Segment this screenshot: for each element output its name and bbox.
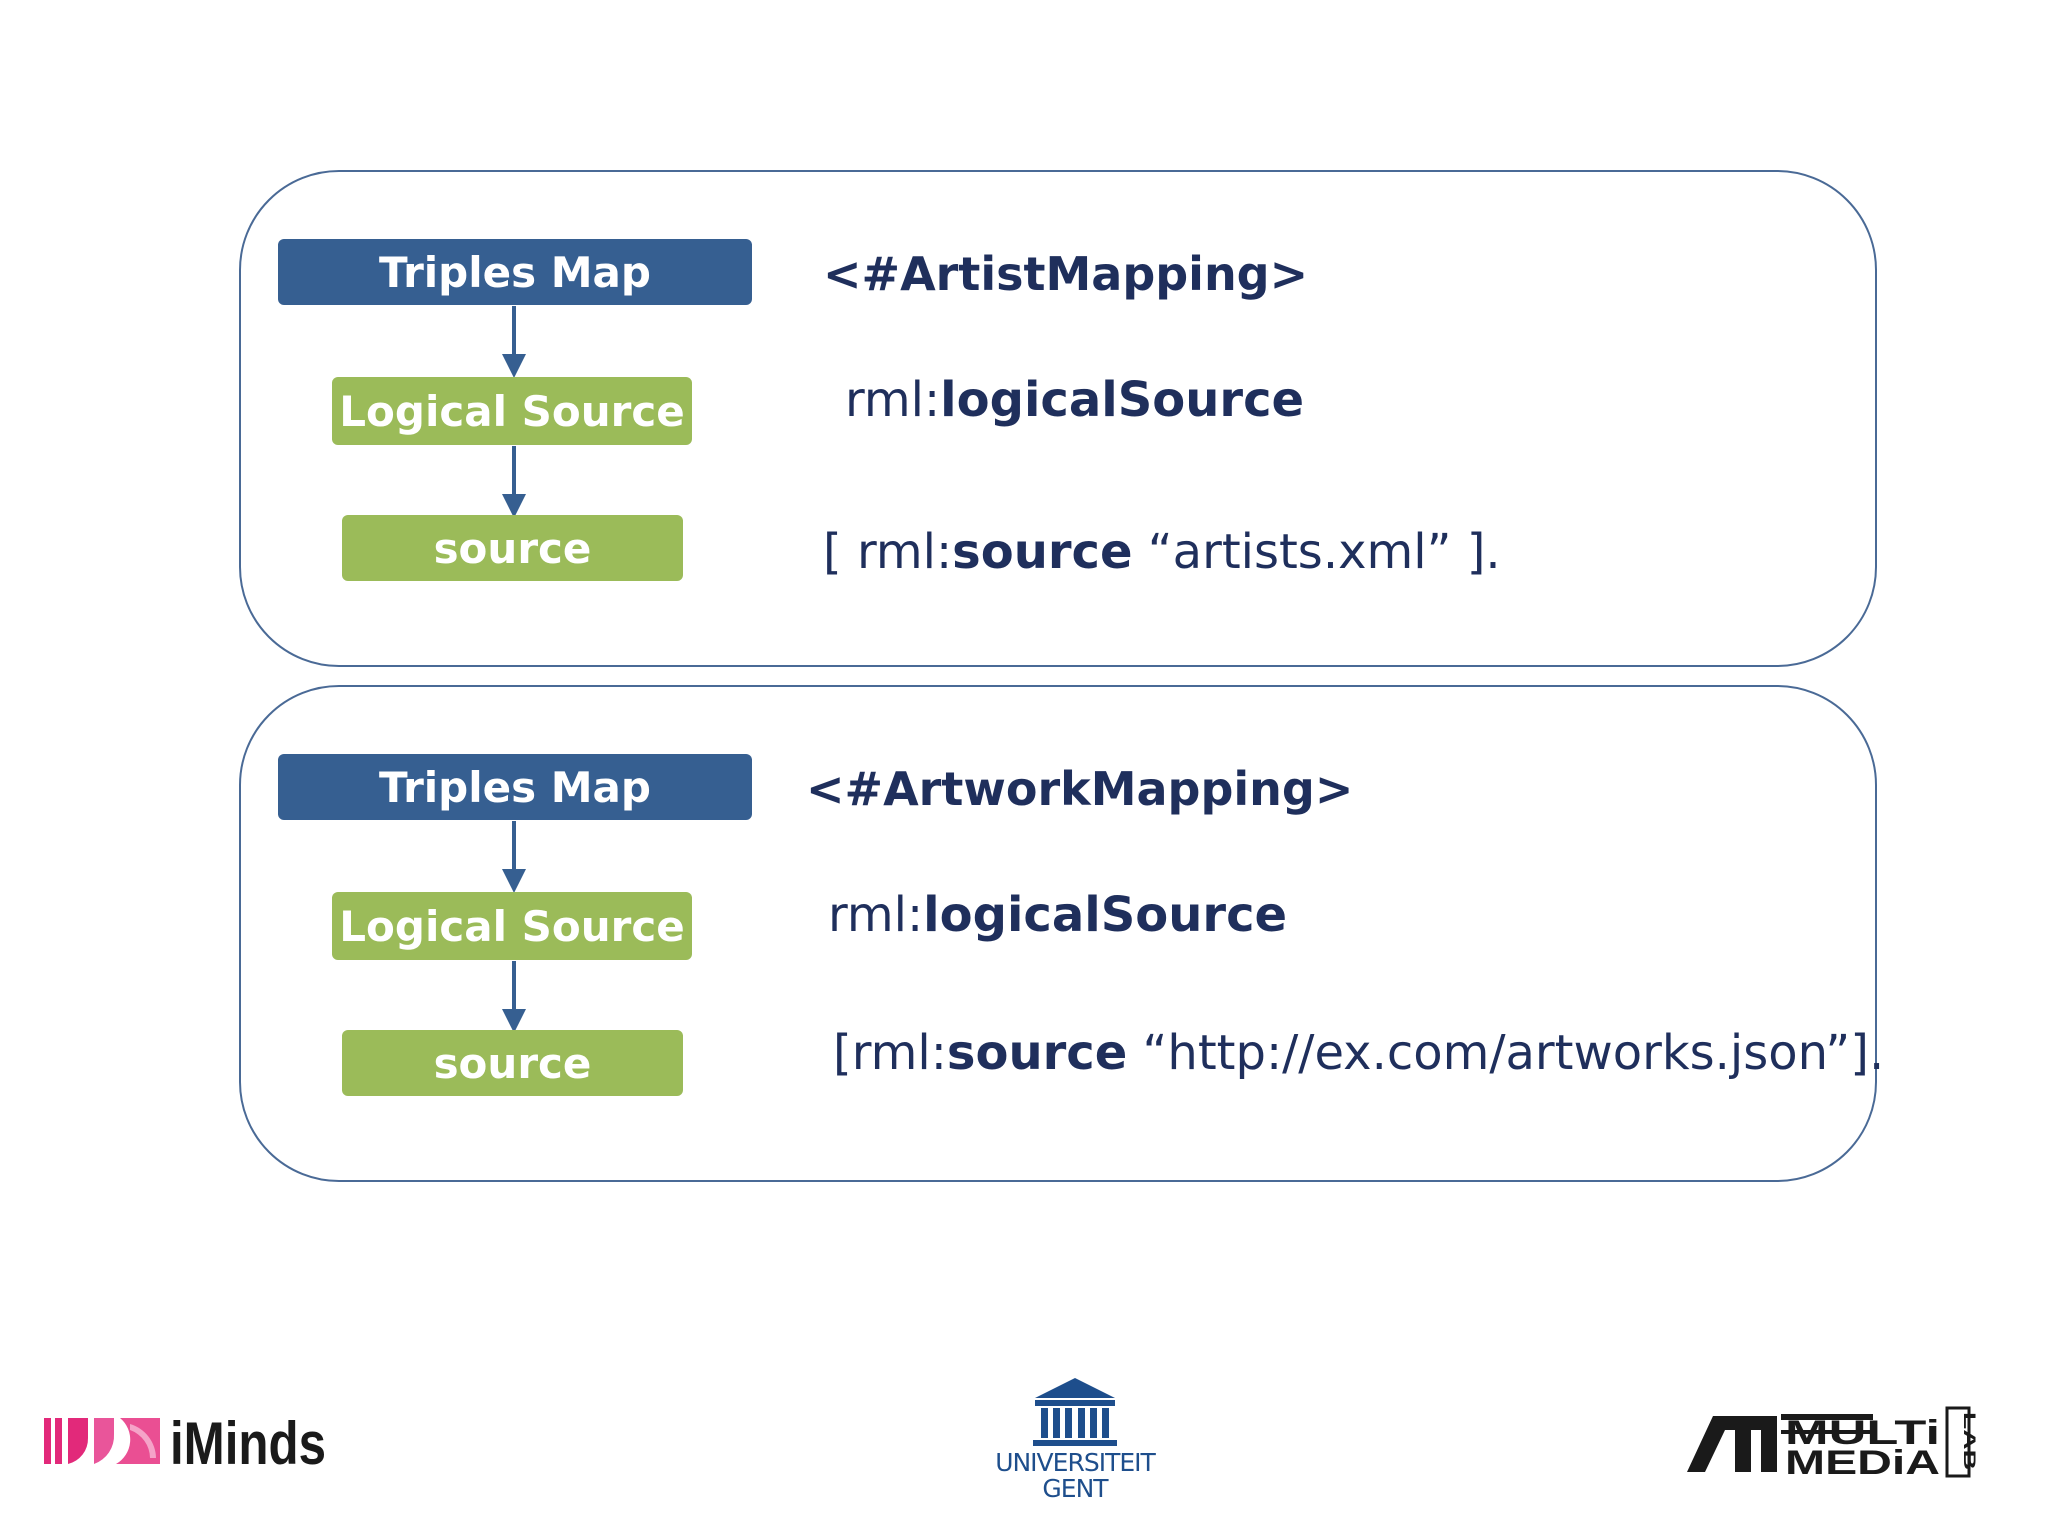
mapping-name: <#ArtistMapping> (823, 247, 1309, 301)
multi-wordmark: MULTi (1785, 1414, 1940, 1452)
arrow-down-icon (502, 961, 526, 1033)
iminds-logo: iMinds (42, 1408, 332, 1477)
ugent-logo: UNIVERSITEIT GENT (995, 1374, 1156, 1502)
logical-source-line: rml:logicalSource (828, 887, 1288, 943)
arrow-down-icon (502, 821, 526, 893)
source-node: source (342, 515, 683, 581)
ugent-wordmark-line2: GENT (1042, 1474, 1108, 1503)
artist-mapping-panel: Triples Map Logical Source source <#Arti… (239, 170, 1877, 667)
logical-source-node: Logical Source (332, 377, 692, 445)
logical-source-node: Logical Source (332, 892, 692, 960)
media-wordmark: MEDiA (1785, 1444, 1940, 1480)
iminds-mark-icon: iMinds (44, 1410, 326, 1477)
multimedia-mark-icon: MULTi MEDiA LAB (1687, 1406, 1979, 1482)
iminds-wordmark: iMinds (170, 1410, 326, 1472)
source-node: source (342, 1030, 683, 1096)
mapping-name: <#ArtworkMapping> (806, 762, 1354, 816)
triples-map-node: Triples Map (278, 239, 752, 305)
source-line: [ rml:source “artists.xml” ]. (823, 524, 1501, 580)
source-line: [rml:source “http://ex.com/artworks.json… (833, 1025, 1885, 1081)
lab-wordmark: LAB (1960, 1412, 1979, 1470)
logical-source-line: rml:logicalSource (845, 372, 1305, 428)
multimedia-lab-logo: MULTi MEDiA LAB (1685, 1400, 1980, 1482)
artwork-mapping-panel: Triples Map Logical Source source <#Artw… (239, 685, 1884, 1182)
ugent-wordmark-line1: UNIVERSITEIT (995, 1448, 1156, 1477)
triples-map-node: Triples Map (278, 754, 752, 820)
arrow-down-icon (502, 306, 526, 378)
arrow-down-icon (502, 446, 526, 518)
university-building-icon (1033, 1378, 1117, 1446)
